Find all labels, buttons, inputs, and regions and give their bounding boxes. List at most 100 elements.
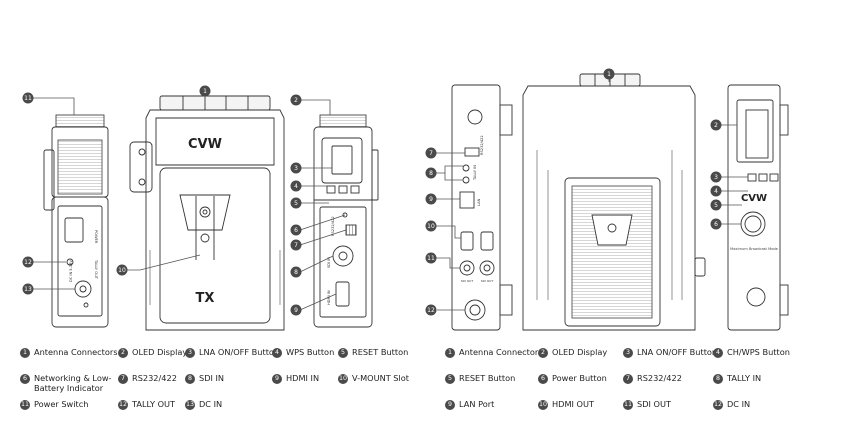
legend-item: 1 Antenna Connectors [20, 347, 118, 358]
legend-number: 2 [118, 348, 128, 358]
tx-front-view [129, 95, 285, 331]
rx-left-side-view [451, 84, 513, 331]
legend-label: HDMI IN [286, 373, 320, 383]
svg-text:9: 9 [294, 307, 298, 314]
legend-label: LNA ON/OFF Button [199, 347, 280, 357]
legend-item: 11 Power Switch [20, 399, 89, 410]
legend-number: 1 [20, 348, 30, 358]
legend-item: 5 RESET Button [338, 347, 409, 358]
svg-text:13: 13 [24, 286, 32, 293]
legend-item: 7 RS232/422 [623, 373, 682, 384]
callout-marker: 7 [290, 239, 302, 251]
callout-marker: 2 [290, 94, 302, 106]
svg-text:7: 7 [294, 242, 298, 249]
legend-number: 3 [623, 348, 633, 358]
svg-text:8: 8 [429, 170, 433, 177]
svg-text:8: 8 [294, 269, 298, 276]
legend-number: 9 [272, 374, 282, 384]
legend-number: 7 [623, 374, 633, 384]
legend-label: RESET Button [352, 347, 409, 357]
legend-number: 5 [445, 374, 455, 384]
legend-item: 5 RESET Button [445, 373, 516, 384]
callout-marker: 10 [425, 220, 437, 232]
tx-side-left-label: DC IN 5-18V [69, 260, 73, 282]
svg-text:2: 2 [294, 97, 298, 104]
callout-marker: 6 [710, 218, 722, 230]
callout-marker: 10 [116, 264, 128, 276]
rx-right-side-view [727, 84, 789, 331]
svg-text:3: 3 [294, 165, 298, 172]
svg-text:12: 12 [24, 259, 32, 266]
legend-number: 5 [338, 348, 348, 358]
legend-number: 2 [538, 348, 548, 358]
callout-marker: 5 [710, 199, 722, 211]
legend-number: 11 [20, 400, 30, 410]
tx-left-side-view [43, 114, 109, 328]
svg-text:5: 5 [714, 202, 718, 209]
svg-text:5: 5 [294, 200, 298, 207]
callout-marker: 5 [290, 197, 302, 209]
svg-text:6: 6 [294, 227, 298, 234]
tx-model-mark: TX [196, 291, 215, 306]
legend-label: Antenna Connectors [459, 347, 543, 357]
legend-label: DC IN [727, 399, 751, 409]
tx-right-side-view [313, 114, 379, 328]
legend-label: V-MOUNT Slot [352, 373, 409, 383]
legend-label: SDI OUT [637, 399, 671, 409]
legend-label: Antenna Connectors [34, 347, 118, 357]
svg-text:9: 9 [429, 196, 433, 203]
legend-number: 13 [185, 400, 195, 410]
legend-item: 1 Antenna Connectors [445, 347, 543, 358]
callout-marker: 3 [710, 171, 722, 183]
svg-text:10: 10 [118, 267, 126, 274]
legend-label: RESET Button [459, 373, 516, 383]
tx-brand-logo: CVW [188, 137, 222, 152]
callout-marker: 3 [290, 162, 302, 174]
legend-number: 1 [445, 348, 455, 358]
legend-label: DC IN [199, 399, 223, 409]
legend-label: Networking & Low- Battery Indicator [34, 373, 112, 393]
svg-text:3: 3 [714, 174, 718, 181]
legend-number: 12 [118, 400, 128, 410]
tx-side-right-label: SDI IN [327, 257, 331, 268]
callout-marker: 8 [290, 266, 302, 278]
svg-text:6: 6 [714, 221, 718, 228]
legend-number: 8 [185, 374, 195, 384]
rx-brand-logo: CVW [741, 193, 767, 204]
callout-marker: 1 [603, 68, 615, 80]
rx-side-left-label: LAN [477, 198, 481, 206]
legend-label: HDMI OUT [552, 399, 594, 409]
rx-side-left-label: RS232/422 [480, 135, 484, 155]
callout-marker: 8 [425, 167, 437, 179]
legend-label: RS232/422 [132, 373, 177, 383]
legend-label: RS232/422 [637, 373, 682, 383]
legend-label: TALLY IN [727, 373, 762, 383]
callout-marker: 9 [425, 193, 437, 205]
legend-number: 9 [445, 400, 455, 410]
tx-side-left-label: TALLY OUT [94, 259, 98, 280]
legend-label: WPS Button [286, 347, 335, 357]
callout-marker: 1 [199, 85, 211, 97]
tx-side-right-label: HDMI IN [327, 290, 331, 305]
legend-label: TALLY OUT [132, 399, 176, 409]
callout-marker: 12 [22, 256, 34, 268]
callout-marker: 9 [290, 304, 302, 316]
svg-text:1: 1 [607, 71, 611, 78]
legend-label: Power Switch [34, 399, 89, 409]
legend-label: CH/WPS Button [727, 347, 790, 357]
